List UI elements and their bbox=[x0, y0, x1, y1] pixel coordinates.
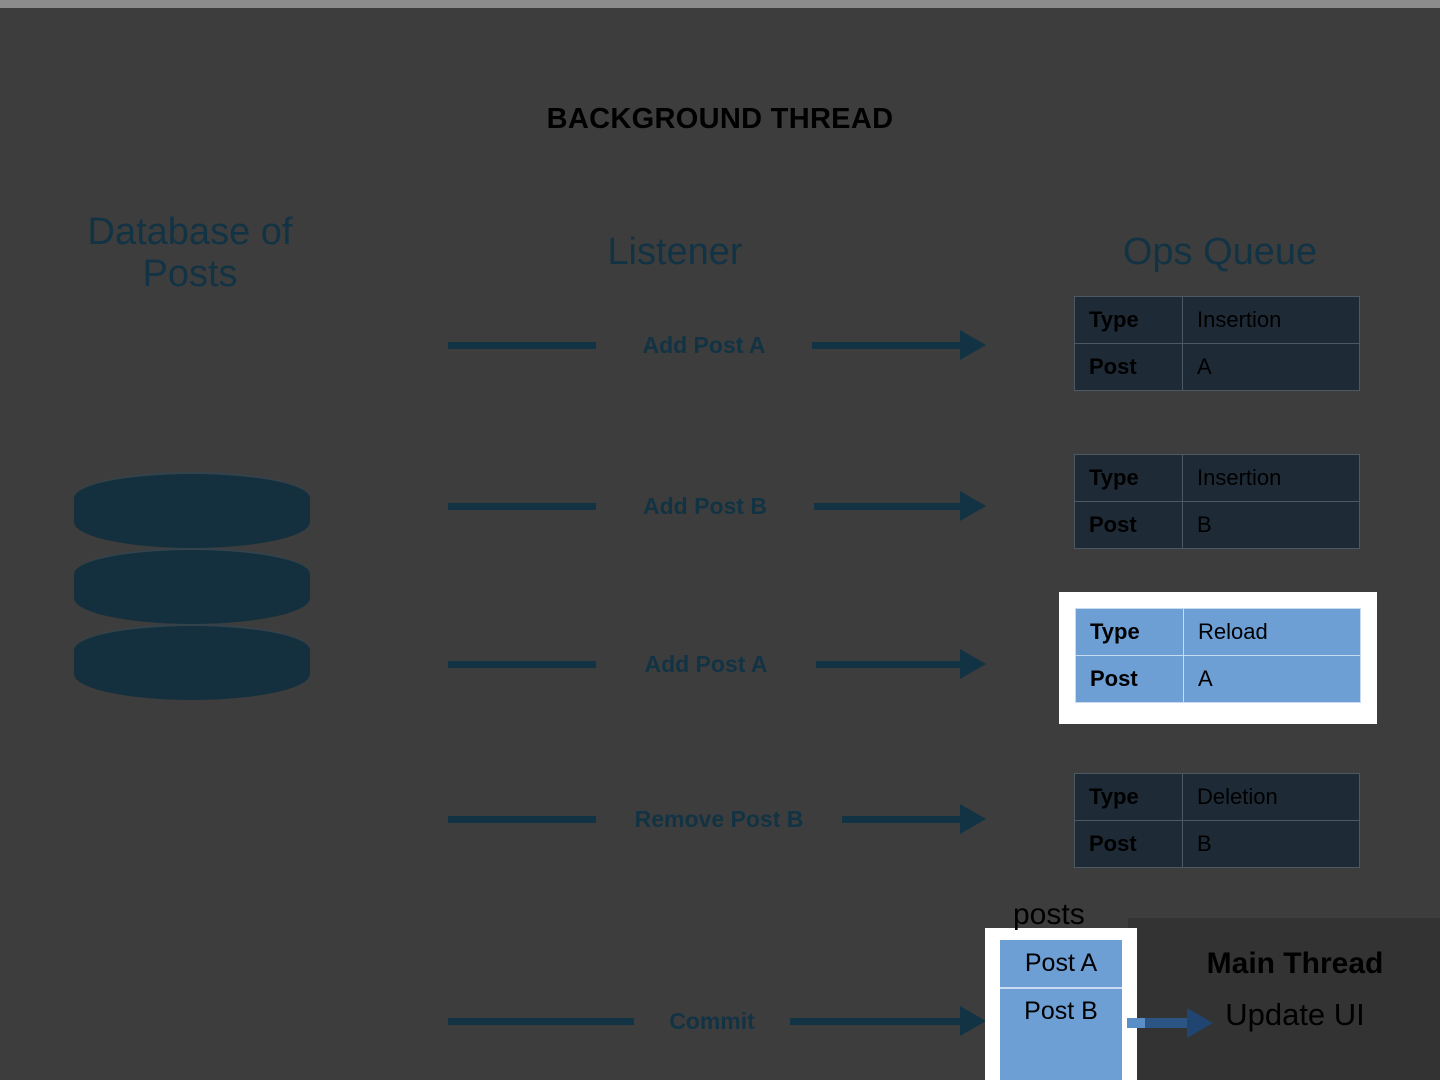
flow-arrow-right bbox=[812, 330, 986, 360]
flow-line-right bbox=[842, 815, 960, 823]
arrowhead-icon bbox=[1187, 1008, 1213, 1038]
ops-value-post: A bbox=[1183, 655, 1361, 703]
flow-label: Add Post A bbox=[642, 331, 766, 358]
ops-queue-column-header: Ops Queue bbox=[1122, 231, 1318, 273]
flow-row-commit: Commit bbox=[448, 998, 986, 1044]
flow-row-remove-post-b: Remove Post B bbox=[448, 796, 986, 842]
table-row: Type Insertion bbox=[1074, 454, 1360, 502]
ops-key-post: Post bbox=[1074, 501, 1183, 549]
table-row: Post B bbox=[1074, 820, 1360, 868]
ops-value-post: B bbox=[1182, 501, 1360, 549]
ops-value-type: Insertion bbox=[1182, 296, 1360, 344]
flow-line-right bbox=[790, 1017, 960, 1025]
posts-list: Post A Post B bbox=[1000, 940, 1122, 1080]
flow-arrow-right bbox=[842, 804, 986, 834]
flow-line-right bbox=[816, 660, 960, 668]
flow-row-add-post-a-2: Add Post A bbox=[448, 641, 986, 687]
page-title: BACKGROUND THREAD bbox=[546, 103, 894, 135]
arrow-tail bbox=[1145, 1018, 1187, 1028]
ops-key-type: Type bbox=[1074, 296, 1183, 344]
ops-item-card-2[interactable]: Type Insertion Post B bbox=[1074, 454, 1360, 549]
table-row: Post A bbox=[1074, 343, 1360, 391]
ops-item-card-4[interactable]: Type Deletion Post B bbox=[1074, 773, 1360, 868]
database-segment-top bbox=[74, 472, 310, 548]
table-row: Post B bbox=[1074, 501, 1360, 549]
flow-line-left bbox=[448, 660, 596, 668]
table-row: Type Reload bbox=[1075, 608, 1361, 656]
database-header-line2: Posts bbox=[142, 252, 238, 295]
ops-value-type: Insertion bbox=[1182, 454, 1360, 502]
top-edge-strip bbox=[0, 0, 1440, 8]
ops-value-post: A bbox=[1182, 343, 1360, 391]
flow-row-add-post-b: Add Post B bbox=[448, 483, 986, 529]
ops-key-type: Type bbox=[1074, 773, 1183, 821]
flow-line-left bbox=[448, 341, 596, 349]
database-cylinder-icon bbox=[74, 472, 310, 706]
list-item: Post A bbox=[1024, 949, 1098, 977]
listener-column-header: Listener bbox=[607, 231, 743, 273]
ops-key-type: Type bbox=[1074, 454, 1183, 502]
arrowhead-icon bbox=[960, 491, 986, 521]
list-item: Post B bbox=[1000, 987, 1122, 1034]
database-column-header: Database of Posts bbox=[20, 211, 360, 296]
flow-line-left bbox=[448, 815, 596, 823]
ops-item-card-1[interactable]: Type Insertion Post A bbox=[1074, 296, 1360, 391]
ops-item-card-3[interactable]: Type Reload Post A bbox=[1075, 608, 1361, 703]
arrowhead-icon bbox=[960, 1006, 986, 1036]
main-thread-subtitle: Update UI bbox=[1225, 997, 1365, 1032]
flow-label: Add Post A bbox=[644, 650, 768, 677]
ops-key-post: Post bbox=[1075, 655, 1184, 703]
main-thread-arrow bbox=[1127, 1008, 1213, 1038]
flow-arrow-right bbox=[816, 649, 986, 679]
ops-key-type: Type bbox=[1075, 608, 1184, 656]
flow-line-left bbox=[448, 1017, 634, 1025]
flow-label: Remove Post B bbox=[634, 805, 804, 832]
flow-line-left bbox=[448, 502, 596, 510]
table-row: Type Deletion bbox=[1074, 773, 1360, 821]
arrowhead-icon bbox=[960, 330, 986, 360]
arrowhead-icon bbox=[960, 649, 986, 679]
flow-row-add-post-a-1: Add Post A bbox=[448, 322, 986, 368]
posts-box[interactable]: Post A Post B bbox=[985, 928, 1137, 1080]
table-row: Post A bbox=[1075, 655, 1361, 703]
arrow-tail-light bbox=[1127, 1018, 1145, 1028]
arrowhead-icon bbox=[960, 804, 986, 834]
flow-label: Add Post B bbox=[643, 492, 767, 519]
main-thread-panel bbox=[1128, 918, 1440, 1080]
database-segment-middle bbox=[74, 548, 310, 624]
flow-arrow-right bbox=[814, 491, 986, 521]
ops-value-post: B bbox=[1182, 820, 1360, 868]
ops-value-type: Deletion bbox=[1182, 773, 1360, 821]
ops-value-type: Reload bbox=[1183, 608, 1361, 656]
table-row: Type Insertion bbox=[1074, 296, 1360, 344]
ops-key-post: Post bbox=[1074, 343, 1183, 391]
flow-label: Commit bbox=[669, 1007, 755, 1034]
database-segment-bottom bbox=[74, 624, 310, 700]
main-thread-title: Main Thread bbox=[1206, 947, 1384, 980]
database-header-line1: Database of bbox=[87, 211, 293, 253]
flow-line-right bbox=[814, 502, 960, 510]
flow-arrow-right bbox=[790, 1006, 986, 1036]
ops-item-card-3-highlight-frame[interactable]: Type Reload Post A bbox=[1059, 592, 1377, 724]
flow-line-right bbox=[812, 341, 960, 349]
ops-key-post: Post bbox=[1074, 820, 1183, 868]
posts-box-label: posts bbox=[1013, 898, 1085, 931]
